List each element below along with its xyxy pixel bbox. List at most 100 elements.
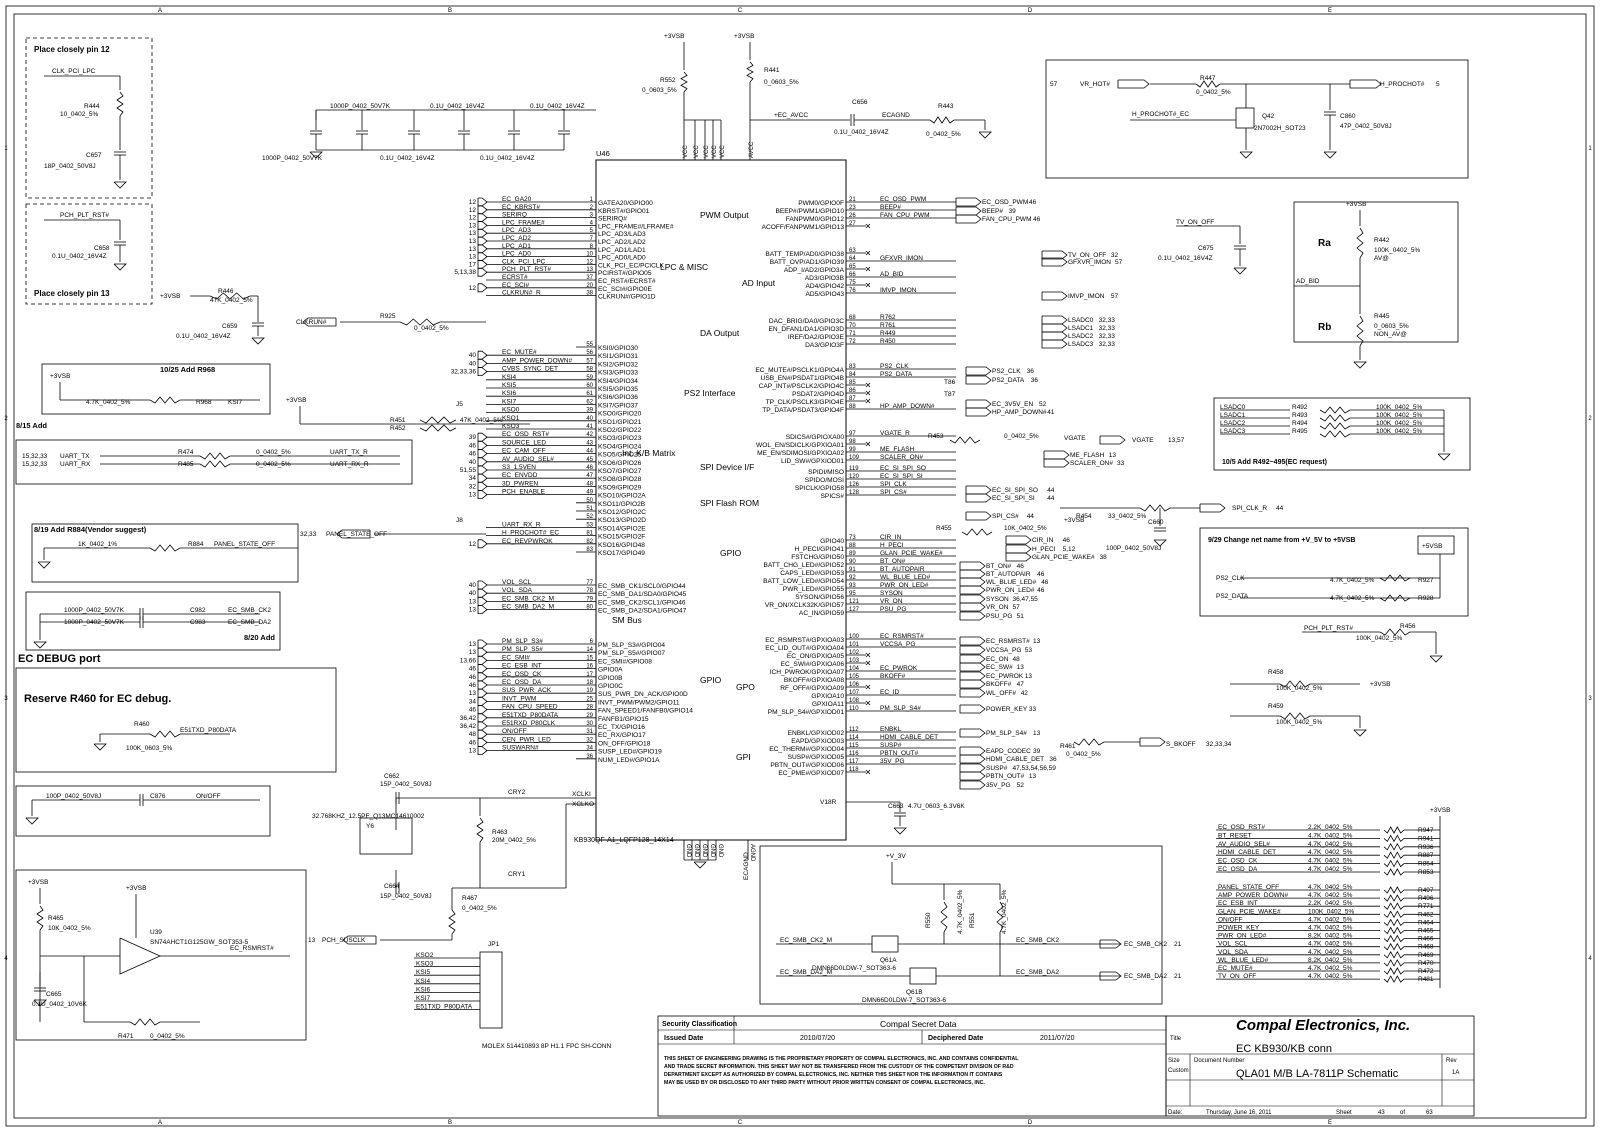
resistor xyxy=(129,1018,161,1026)
u46-pin-number: 13 xyxy=(586,267,593,273)
net-label: S3_1.5VEN xyxy=(502,464,536,471)
ground-symbol xyxy=(113,181,127,189)
resistor xyxy=(1383,894,1405,902)
net-ref: 32,33 xyxy=(1099,317,1116,324)
net-label: KSO3 xyxy=(502,423,520,430)
net-flag xyxy=(965,407,992,417)
u46-pin-name: LPC_AD3/LAD3 xyxy=(598,231,646,238)
sheet-count: 63 xyxy=(1426,1110,1433,1116)
net-ref: 44 xyxy=(1047,487,1055,494)
u46-pin-number: 73 xyxy=(849,535,856,541)
net-label: EC_SMB_CK2_M xyxy=(502,595,554,602)
u46-gnd-pin-name: GND xyxy=(709,844,715,858)
net-ref: 41 xyxy=(1047,409,1055,416)
net-flag xyxy=(959,602,986,612)
net-label: IMVP_IMON xyxy=(1068,293,1105,300)
r447-value: 0_0402_5% xyxy=(1196,89,1231,96)
net-label: LPC_AD2 xyxy=(502,235,531,242)
resistor xyxy=(1383,942,1405,951)
net-ref: 44 xyxy=(1276,505,1284,512)
u46-pin-number: 7 xyxy=(590,236,594,242)
r452-refdes: R452 xyxy=(390,425,406,432)
net-flag xyxy=(477,588,488,598)
y6-value: 32.768KHZ_12.5PF_Q13MC14610002 xyxy=(312,813,425,820)
net-flag xyxy=(965,493,992,503)
net-flag xyxy=(477,267,488,277)
net-label: PBTN_OUT# xyxy=(880,750,919,757)
net-ref: 52 xyxy=(1017,782,1025,789)
net-label: PBTN_OUT# xyxy=(986,773,1025,780)
u46-pin-name: KSO3/GPIO23 xyxy=(598,435,642,442)
u46-pin-number: 36 xyxy=(586,754,593,760)
q42-value: 2N7002H_SOT23 xyxy=(1254,125,1306,132)
net-flag xyxy=(477,432,488,442)
ground-symbol xyxy=(309,151,323,159)
net-ref: 32,33,34 xyxy=(1206,741,1232,748)
net-flag xyxy=(965,366,992,376)
c983-refdes: C983 xyxy=(190,619,206,626)
date-label: Date: xyxy=(1168,1110,1183,1116)
net-flag xyxy=(959,780,986,790)
net-label: PS2_DATA xyxy=(880,371,913,378)
net-ref: 46 xyxy=(1017,563,1025,570)
pullup-refdes: R464 xyxy=(1418,919,1434,926)
net-label: ON/OFF xyxy=(502,728,527,735)
size-label: Size xyxy=(1168,1058,1180,1064)
net-flag xyxy=(1005,535,1032,545)
c657-refdes: C657 xyxy=(86,152,102,159)
net-flag xyxy=(477,228,488,238)
u46-pin-name: EC_SMB_DA1/SDA0/GPIO45 xyxy=(598,591,687,598)
u46-pin-name: EC_SMB_DA2/SDA1/GPIO47 xyxy=(598,608,687,615)
u46-pin-name: KSI7/GPIO37 xyxy=(598,402,638,409)
u46-pin-name: GPIO0A xyxy=(598,667,623,674)
pullup-net: BT_RESET xyxy=(1218,832,1252,839)
net-flag xyxy=(477,244,488,254)
pullup-value: 8.2K_0402_5% xyxy=(1308,957,1353,964)
resistor xyxy=(1379,574,1411,582)
net-ref: 57 xyxy=(1050,81,1058,88)
net-label: EC_PWROK xyxy=(986,673,1024,680)
net-ref: 5,12 xyxy=(1063,546,1076,553)
r927-refdes: R927 xyxy=(1418,577,1434,584)
pullup-value: 4.7K_0402_5% xyxy=(1308,884,1353,891)
u46-pin-name: EC_TX/GPIO16 xyxy=(598,724,645,731)
net-flag xyxy=(477,205,488,215)
u46-power-pin-name: VCC xyxy=(683,145,689,158)
pullup-net: EC_OSD_RST# xyxy=(1218,824,1265,831)
c665-value: 0.1U_0402_10V6K xyxy=(32,1001,88,1008)
u46-pin-name: EC_SMB_CK1/SCL0/GPIO44 xyxy=(598,583,686,590)
net-label: VR_HOT# xyxy=(1080,81,1110,88)
net-ref: 36 xyxy=(1027,368,1035,375)
net-label: E51TXD_P80DATA xyxy=(502,712,559,719)
u46-pin-name: KSO10/GPIO2A xyxy=(598,493,646,500)
u46-pin-name: EC_SCI#/GPIO0E xyxy=(598,286,652,293)
resistor xyxy=(1383,826,1405,834)
net-ref: 12 xyxy=(469,199,477,206)
jp1-net-label: E51TXD_P80DATA xyxy=(416,1004,473,1011)
net-ref: 38 xyxy=(1100,554,1108,561)
net-flag xyxy=(1041,323,1068,333)
u46-pin-number: 75 xyxy=(849,280,856,286)
u46-pin-number: 20 xyxy=(586,283,593,289)
net-ref: 46 xyxy=(469,666,477,673)
u46-pin-name: EC_SMB_CK2/SCL1/GPIO46 xyxy=(598,599,686,606)
net-flag xyxy=(965,511,992,521)
lsadc-value: 100K_0402_5% xyxy=(1376,428,1422,435)
net-label: H_PECI xyxy=(880,542,904,549)
jp1-refdes: JP1 xyxy=(488,941,500,948)
u46-pin-number: 127 xyxy=(849,607,860,613)
c982-refdes: C982 xyxy=(190,607,206,614)
net-ref: 13 xyxy=(1025,673,1033,680)
net-label: IMVP_IMON xyxy=(880,287,917,294)
u46-pin-name: KSO13/GPIO2D xyxy=(598,517,646,524)
net-ref: 13 xyxy=(469,607,477,614)
u46-pin-name: EC_SWI#/GPXIOA06 xyxy=(781,661,845,668)
q42-mosfet xyxy=(1235,107,1255,129)
ec-debug-box xyxy=(15,667,337,773)
net-ref: 40 xyxy=(469,360,477,367)
net-label: PS2_CLK xyxy=(992,368,1021,375)
net-label: EC_ENVDD xyxy=(502,472,538,479)
c659-refdes: C659 xyxy=(222,323,238,330)
net-flag xyxy=(477,283,488,293)
pullup-value: 4.7K_0402_5% xyxy=(1308,849,1353,856)
